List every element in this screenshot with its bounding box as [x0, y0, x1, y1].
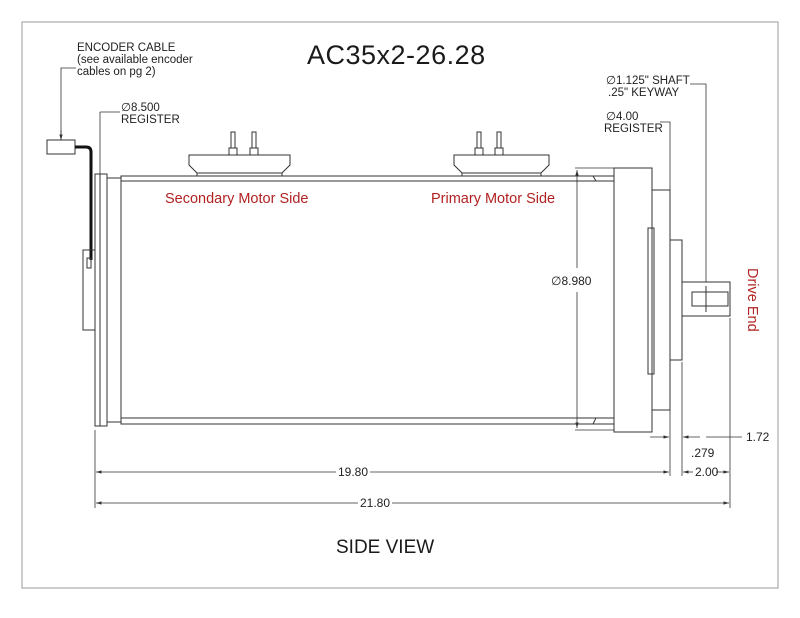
shaft	[681, 281, 731, 317]
right-register-diameter: ∅4.00	[606, 111, 639, 123]
overall-length-value: 21.80	[360, 496, 391, 510]
encoder-cable-note-2: cables on pg 2)	[77, 66, 156, 78]
shaft-diameter-callout: ∅1.125" SHAFT	[606, 75, 690, 87]
body-diameter-value: ∅8.980	[551, 274, 592, 288]
shaft-step-value: .279	[691, 446, 715, 460]
view-label: SIDE VIEW	[336, 537, 435, 558]
encoder-cable-note: (see available encoder	[77, 54, 193, 66]
body-length-value: 19.80	[338, 465, 369, 479]
shaft-extra-value: 1.72	[746, 430, 770, 444]
sheet-border	[21, 21, 779, 589]
length-dimensions	[96, 435, 742, 505]
primary-motor-side-label: Primary Motor Side	[431, 191, 556, 207]
drive-end-flange	[613, 167, 683, 433]
encoder-cable-label: ENCODER CABLE	[77, 42, 176, 54]
drawing-title: AC35x2-26.28	[307, 40, 486, 70]
left-register-flange	[94, 111, 122, 427]
callout-leaders	[660, 83, 707, 282]
drive-end-label: Drive End	[744, 268, 760, 332]
terminal-block-primary	[453, 131, 550, 176]
left-register-label: REGISTER	[121, 114, 180, 126]
right-register-label: REGISTER	[604, 123, 663, 135]
motor-body	[120, 175, 615, 425]
body-diameter-dimension	[575, 167, 614, 431]
encoder-housing	[82, 249, 96, 331]
extension-lines	[94, 318, 731, 508]
shaft-length-value: 2.00	[695, 465, 719, 479]
left-register-diameter: ∅8.500	[121, 102, 160, 114]
terminal-block-secondary	[188, 131, 291, 176]
encoder-cable	[46, 67, 93, 260]
secondary-motor-side-label: Secondary Motor Side	[165, 191, 309, 207]
keyway-callout: .25" KEYWAY	[608, 87, 680, 99]
